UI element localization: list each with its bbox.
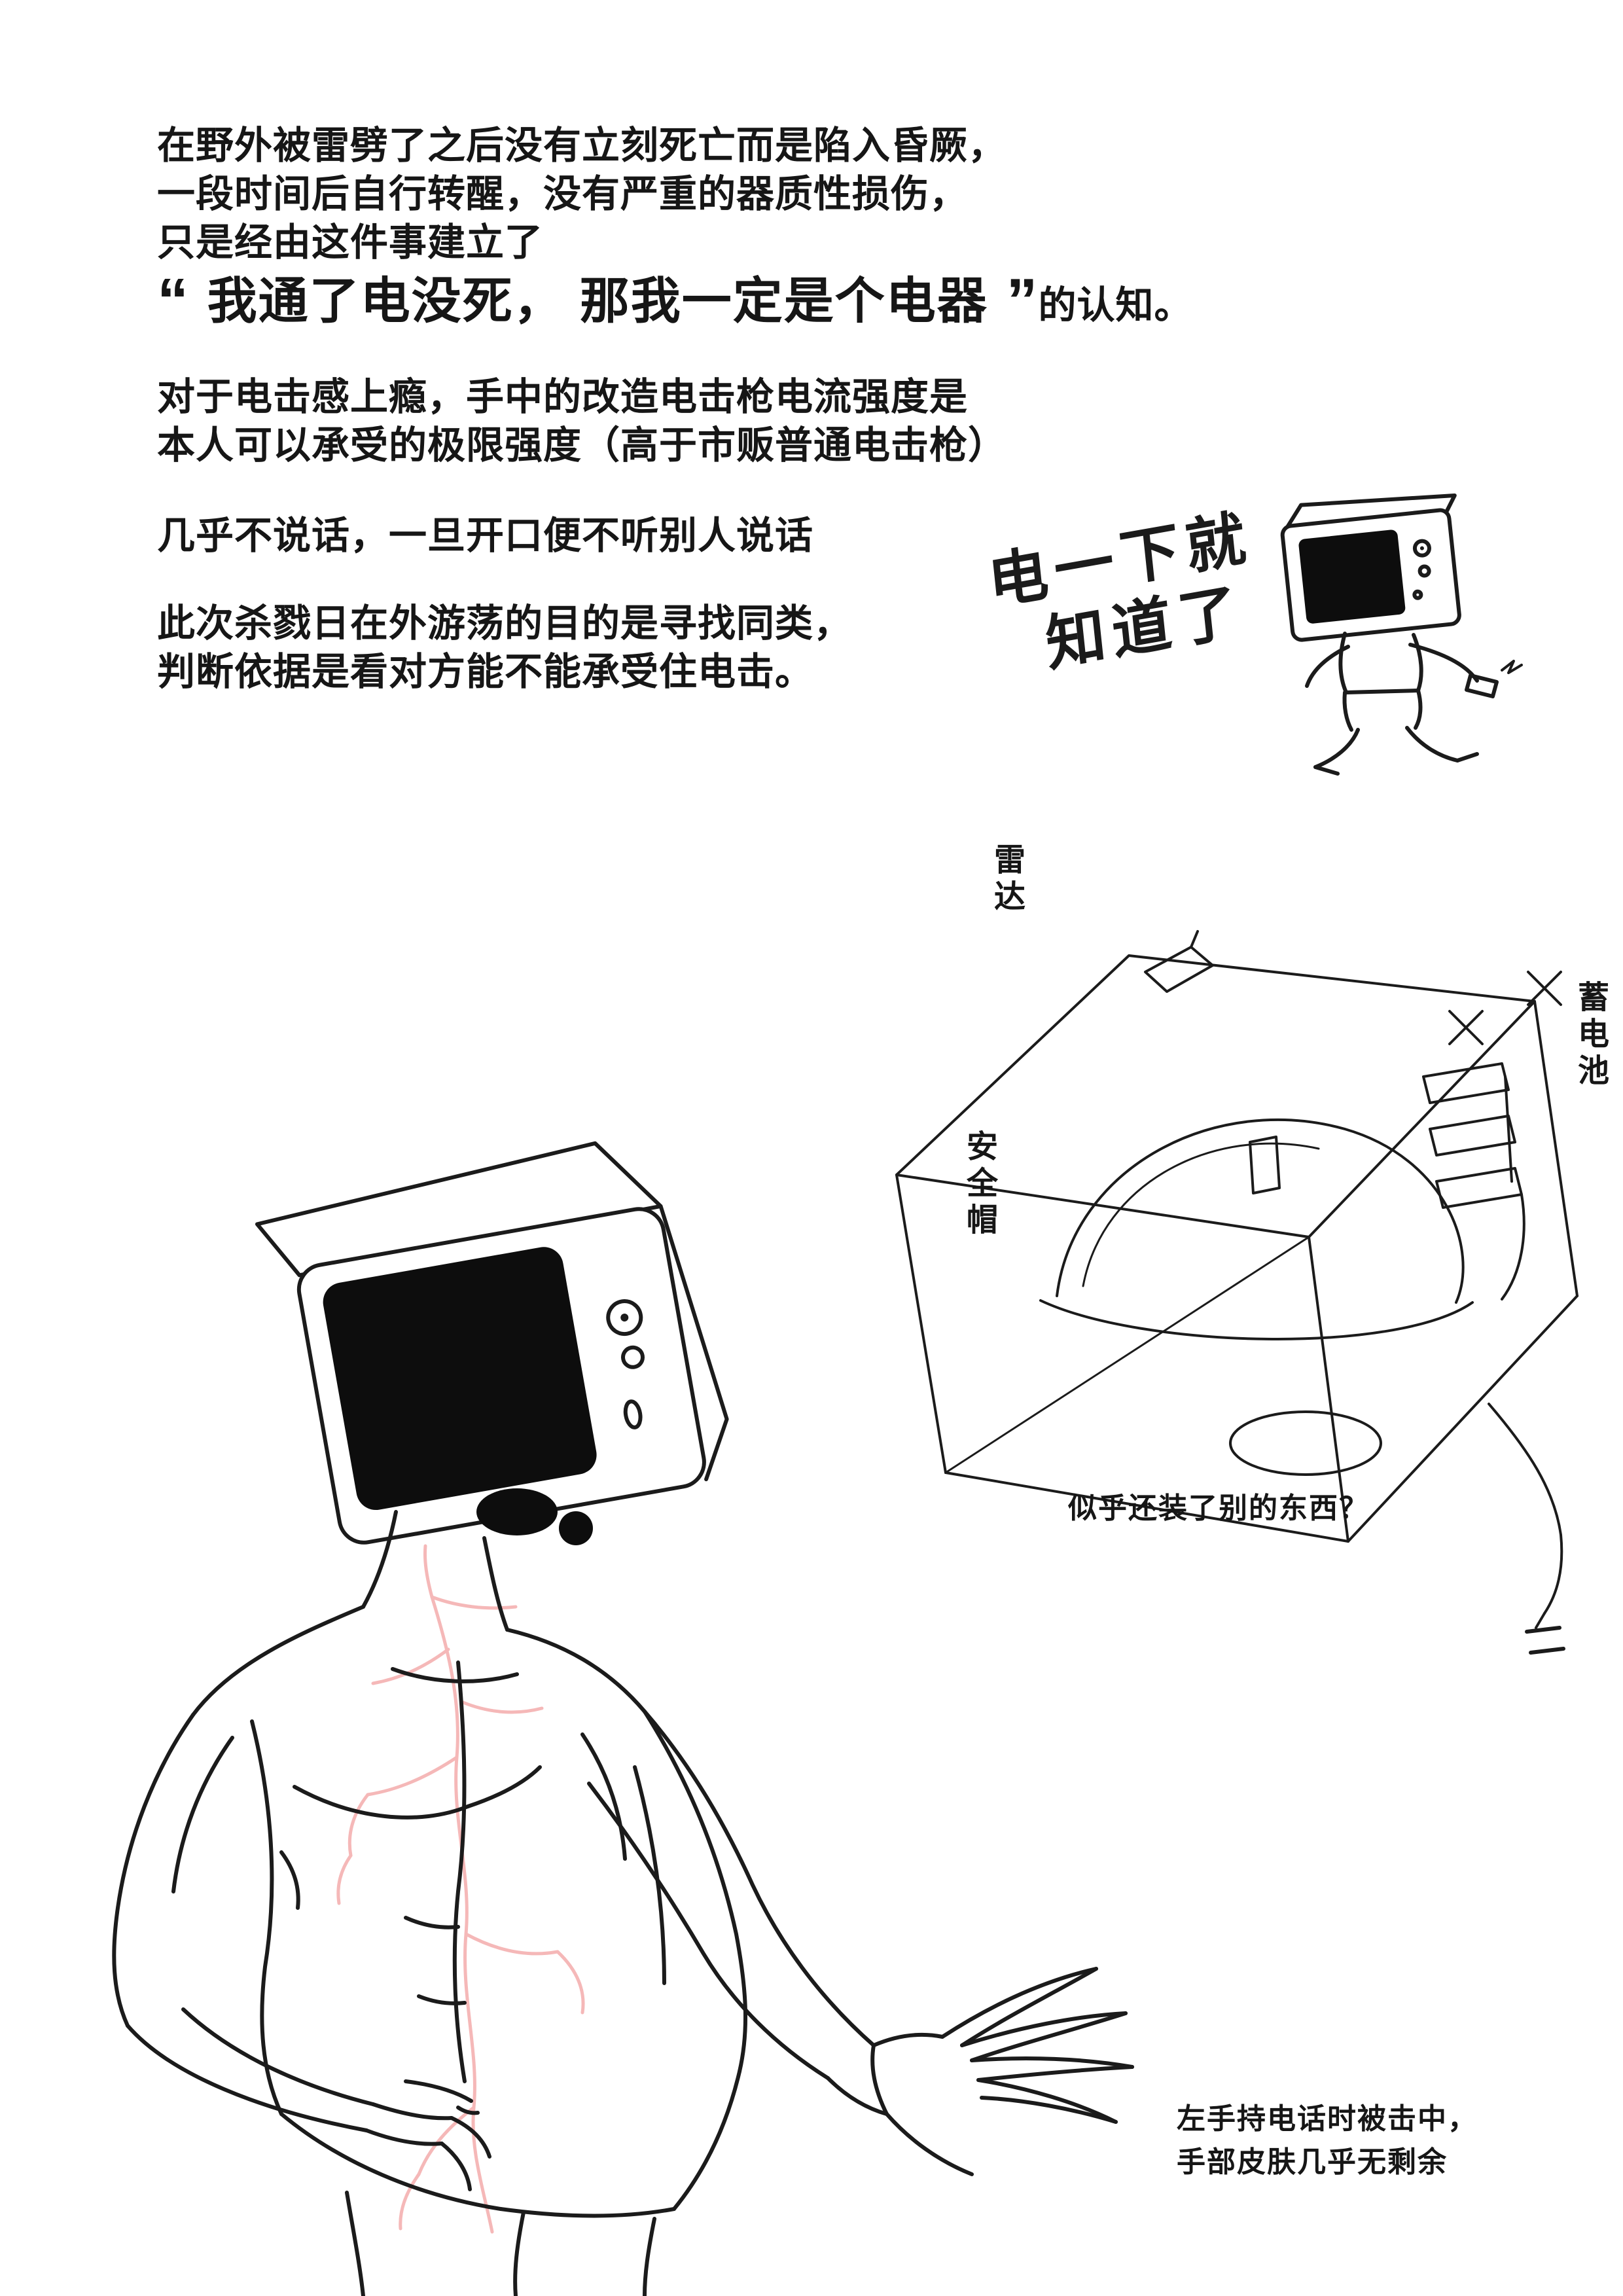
chibi-tv-head — [1279, 489, 1468, 641]
chibi-body — [1307, 634, 1522, 774]
label-battery: 蓄电池 — [1573, 980, 1607, 1090]
quote-text: 我通了电没死， 那我一定是个电器 — [207, 274, 988, 329]
bio-p1-line2: 一段时间后自行转醒，没有严重的器质性损伤， — [157, 173, 969, 215]
hand-note-line1: 左手持电话时被击中， — [1177, 2103, 1478, 2135]
handwritten-shock-note: 电一下就 知道了 — [985, 502, 1262, 689]
bio-p3-line1: 几乎不说话，一旦开口便不听别人说话 — [157, 514, 814, 557]
open-hand — [828, 1969, 1132, 2174]
tv-head — [253, 1129, 737, 1552]
torso-line-art — [114, 1607, 874, 2296]
interior-shell-box — [897, 956, 1577, 1541]
bio-paragraph-2: 对于电击感上瘾，手中的改造电击枪电流强度是 本人可以承受的极限强度（高于市贩普通… — [157, 373, 1007, 470]
label-helmet: 安全帽 — [961, 1130, 996, 1240]
tv-knob-small — [622, 1346, 645, 1369]
bio-p4-line1: 此次杀戮日在外游荡的目的是寻找同类， — [157, 602, 853, 645]
hand-injury-note: 左手持电话时被击中， 手部皮肤几乎无剩余 — [1177, 2098, 1478, 2184]
neck-port — [363, 1488, 593, 1630]
bio-paragraph-1: 在野外被雷劈了之后没有立刻死亡而是陷入昏厥， 一段时间后自行转醒，没有严重的器质… — [157, 122, 1007, 267]
interior-extra-box — [1230, 1137, 1381, 1475]
bio-p1-line1: 在野外被雷劈了之后没有立刻死亡而是陷入昏厥， — [157, 124, 1007, 167]
bio-p2-line2: 本人可以承受的极限强度（高于市贩普通电击枪） — [157, 424, 1007, 467]
hand-note-line2: 手部皮肤几乎无剩余 — [1177, 2146, 1448, 2178]
label-radar: 雷达 — [989, 843, 1024, 916]
interior-battery-pack — [1423, 972, 1561, 1299]
quote-open-mark: “ — [157, 266, 207, 336]
tv-screen — [323, 1247, 597, 1511]
quote-suffix: 的认知。 — [1038, 284, 1193, 327]
bio-p2-line1: 对于电击感上瘾，手中的改造电击枪电流强度是 — [157, 376, 969, 418]
interior-power-cable-and-plug — [1489, 1404, 1563, 1653]
bio-p1-line3: 只是经由这件事建立了 — [157, 221, 544, 264]
label-extra-note: 似乎还装了别的东西？ — [1068, 1492, 1369, 1524]
lightning-scar-marks — [338, 1546, 583, 2232]
interior-radar-unit — [1145, 931, 1213, 992]
bio-paragraph-4: 此次杀戮日在外游荡的目的是寻找同类， 判断依据是看对方能不能承受住电击。 — [157, 600, 852, 696]
main-figure-drawing — [65, 1145, 1178, 2296]
chibi-tv-figure-drawing — [1247, 484, 1535, 779]
quote-close-mark: ” — [988, 266, 1039, 336]
bio-p4-line2: 判断依据是看对方能不能承受住电击。 — [157, 651, 814, 693]
bio-paragraph-3: 几乎不说话，一旦开口便不听别人说话 — [157, 512, 813, 560]
bio-quote-line: “ 我通了电没死， 那我一定是个电器 ”的认知。 — [157, 260, 1192, 337]
tv-head-interior-diagram — [847, 867, 1623, 1682]
